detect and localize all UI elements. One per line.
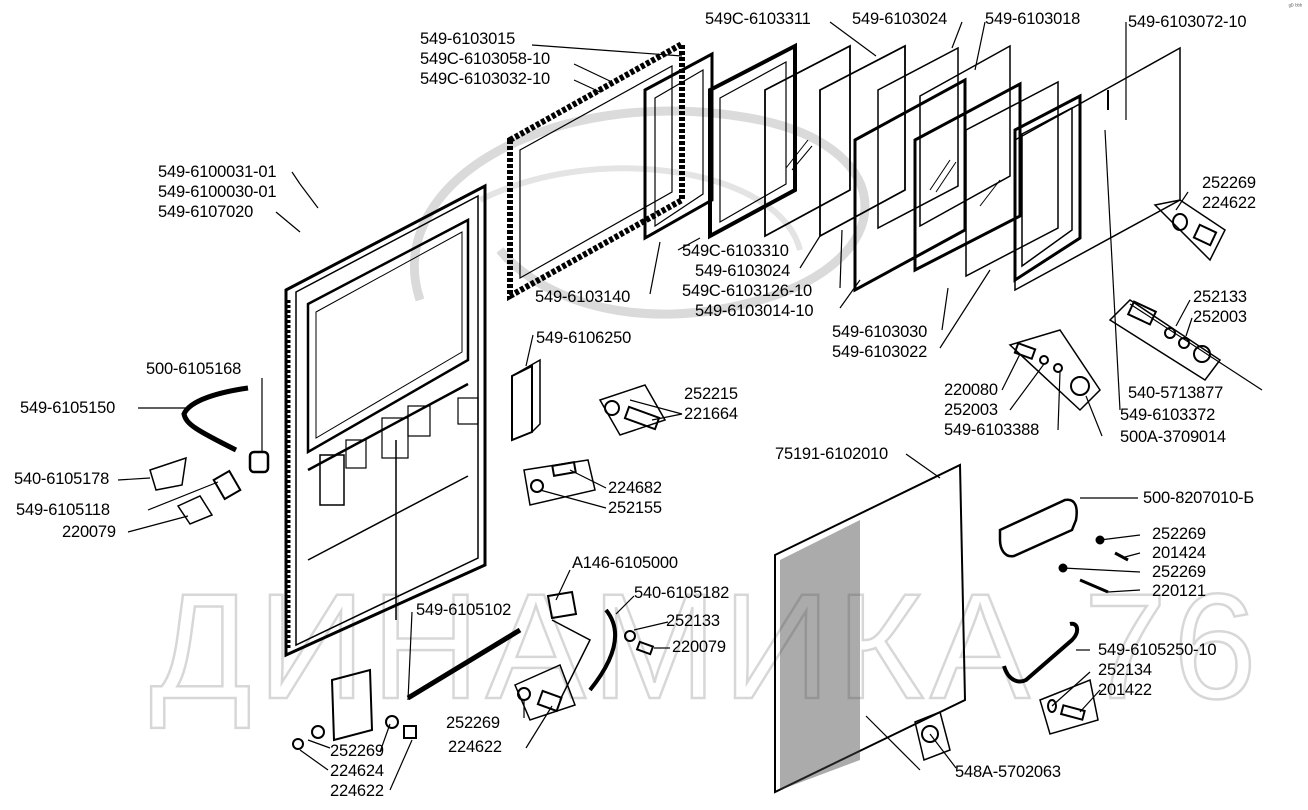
part-label: 549-6103388 xyxy=(944,421,1040,439)
part-label: 500-6105168 xyxy=(146,360,242,378)
part-label: 548A-5702063 xyxy=(955,763,1061,781)
part-label: 201422 xyxy=(1098,681,1152,699)
part-label: 540-6105178 xyxy=(14,470,110,488)
part-label: 549-6103022 xyxy=(832,343,928,361)
part-label: 549-6103018 xyxy=(985,10,1081,28)
part-label: 549C-6103310 xyxy=(682,242,789,260)
part-label: 220121 xyxy=(1152,582,1206,600)
part-label: 252003 xyxy=(944,401,998,419)
corner-mark: ᵍᴰ ᵇᵇᵇ xyxy=(1288,4,1302,10)
part-label: 549-6105102 xyxy=(416,601,512,619)
part-label: 549-6103140 xyxy=(535,288,631,306)
part-label: 549-6103372 xyxy=(1120,406,1216,424)
part-label: 220080 xyxy=(944,381,998,399)
part-label: 201424 xyxy=(1152,544,1206,562)
hinge-bracket xyxy=(511,358,667,506)
part-label: 252134 xyxy=(1098,661,1152,679)
glass-pane-4 xyxy=(965,80,1059,278)
part-label: 540-5713877 xyxy=(1128,384,1224,402)
part-label: 549-6105118 xyxy=(16,501,110,519)
part-label: 252155 xyxy=(608,499,662,517)
part-label: 220079 xyxy=(672,638,726,656)
inner-trim-panel xyxy=(774,463,967,794)
part-label: 75191-6102010 xyxy=(775,445,889,463)
part-label: 549-6100030-01 xyxy=(158,183,277,201)
part-label: 549-6103072-10 xyxy=(1128,13,1247,31)
part-label: 252133 xyxy=(666,612,720,630)
part-label: 252269 xyxy=(330,742,384,760)
part-label: 252269 xyxy=(1152,525,1206,543)
window-frame-2 xyxy=(708,42,797,240)
window-gasket xyxy=(507,38,685,302)
part-label: 549-6103030 xyxy=(832,323,928,341)
part-label: 549-6105150 xyxy=(20,399,116,417)
part-label: 549-6105250-10 xyxy=(1098,641,1217,659)
part-label: 224622 xyxy=(330,782,384,800)
part-label: 220079 xyxy=(62,523,116,541)
part-label: 252133 xyxy=(1193,288,1247,306)
fastener-callout-center xyxy=(1008,329,1101,412)
glass-pane-3 xyxy=(913,44,1022,273)
window-frame-3 xyxy=(853,46,967,293)
glass-pane-2 xyxy=(819,44,906,238)
part-label: 224682 xyxy=(608,479,662,497)
door-frame xyxy=(284,183,487,658)
part-label: 549C-6103311 xyxy=(705,10,811,28)
leader-lines xyxy=(117,21,1263,791)
part-label: 549C-6103032-10 xyxy=(420,70,551,88)
watermark-swirl-2 xyxy=(478,165,803,251)
fastener-callout-right-1 xyxy=(1153,199,1226,262)
part-label: 221664 xyxy=(684,405,738,423)
part-label: 252269 xyxy=(1202,174,1256,192)
lock-mechanism xyxy=(292,590,655,750)
part-label: 549-6107020 xyxy=(158,203,254,221)
part-label: 549C-6103058-10 xyxy=(420,50,551,68)
part-label: 549-6106250 xyxy=(536,329,632,347)
window-frame-4 xyxy=(1013,93,1082,283)
part-label: 224624 xyxy=(330,762,384,780)
part-label: 549-6103014-10 xyxy=(695,302,814,320)
part-label: 549-6103024 xyxy=(695,262,791,280)
part-label: 549C-6103126-10 xyxy=(682,282,813,300)
part-label: 540-6105182 xyxy=(634,584,730,602)
part-label: 252215 xyxy=(684,385,738,403)
part-label: 224622 xyxy=(448,738,502,756)
door-handle xyxy=(149,385,270,525)
part-label: 549-6103015 xyxy=(420,30,516,48)
part-label: 252269 xyxy=(446,714,500,732)
part-label: 549-6103024 xyxy=(852,10,948,28)
fastener-callout-right-2 xyxy=(1108,299,1222,382)
part-label: 500-8207010-Б xyxy=(1143,489,1254,507)
part-label: A146-6105000 xyxy=(572,554,678,572)
glass-pane-1 xyxy=(764,44,851,238)
window-frame-1 xyxy=(643,51,714,241)
part-label: 224622 xyxy=(1202,194,1256,212)
part-label: 252269 xyxy=(1152,563,1206,581)
part-label: 500A-3709014 xyxy=(1120,428,1226,446)
part-label: 549-6100031-01 xyxy=(158,163,277,181)
part-label: 252003 xyxy=(1193,308,1247,326)
